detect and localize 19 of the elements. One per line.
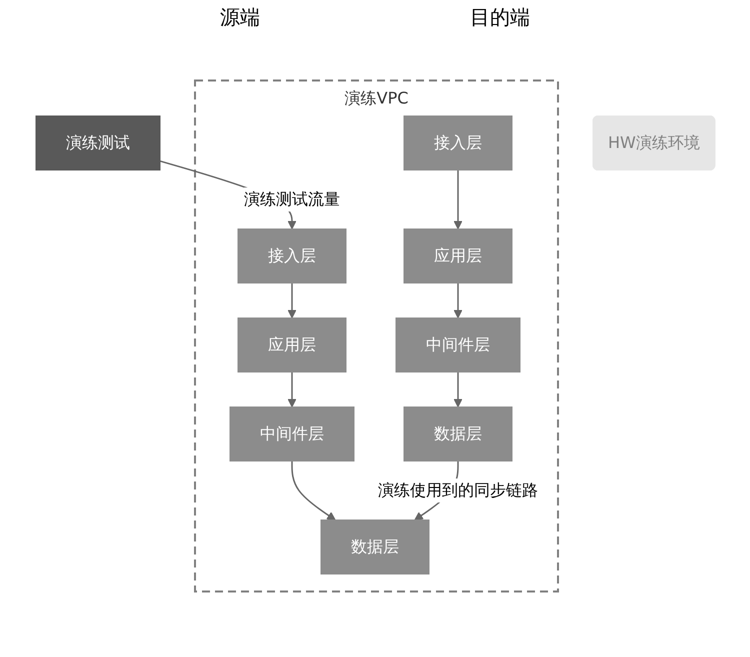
- node-box: 数据层: [403, 406, 512, 462]
- column-heading: 源端: [220, 4, 260, 31]
- arrow: [287, 372, 296, 408]
- node-box: 演练测试: [35, 116, 160, 170]
- arrow: [290, 461, 336, 520]
- node-box: 中间件层: [229, 406, 354, 462]
- edge-label: 演练使用到的同步链路: [378, 480, 538, 500]
- arrow: [453, 372, 462, 408]
- arrow: [453, 283, 462, 318]
- node-box: 数据层: [320, 520, 430, 574]
- arrow: [287, 283, 296, 318]
- node-box: 应用层: [403, 228, 512, 284]
- edge-label: 演练测试流量: [244, 190, 340, 208]
- node-box: 接入层: [237, 228, 346, 284]
- node-box: 接入层: [403, 116, 512, 170]
- column-heading: 目的端: [470, 4, 530, 31]
- arrow: [453, 170, 462, 230]
- node-box: 应用层: [237, 318, 346, 372]
- node-box: 中间件层: [395, 318, 520, 372]
